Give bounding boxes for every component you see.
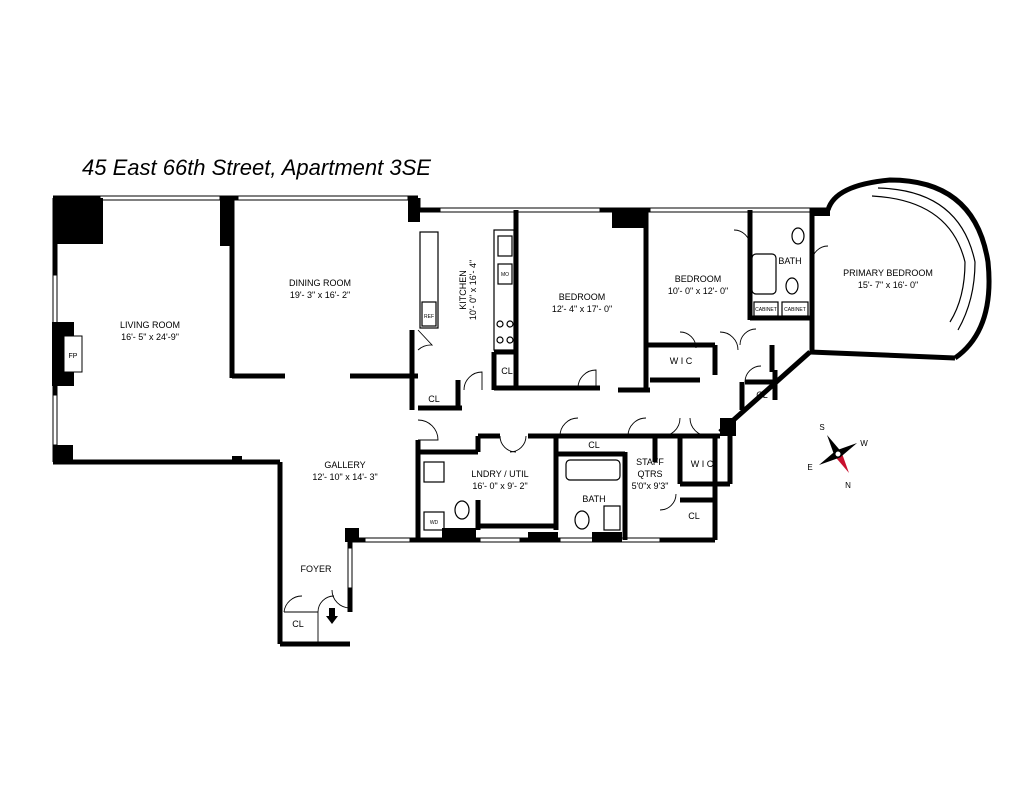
interior-walls [229,200,815,540]
entry-arrow-icon [326,608,338,624]
staff-dims: 5'0"x 9'3" [632,481,669,491]
doors [283,229,829,644]
closet-label-5: CL [688,511,700,521]
compass-w-label: W [860,439,868,448]
staff-name-line2: QTRS [637,469,662,479]
wic-label-2: W I C [691,459,714,469]
closet-label-2: CL [501,366,513,376]
bath-2-name: BATH [582,494,605,504]
gallery-name: GALLERY [324,460,365,470]
plan-title: 45 East 66th Street, Apartment 3SE [82,155,431,180]
kitchen-name: KITCHEN [458,270,468,310]
staff-name-line1: STAFF [636,457,664,467]
laundry-name: LNDRY / UTIL [471,469,528,479]
columns [52,198,830,542]
compass-e-label: E [807,463,812,472]
dining-room-name: DINING ROOM [289,278,351,288]
bath-1-name: BATH [778,256,801,266]
wic-label-1: W I C [670,356,693,366]
kitchen-fixtures: REF MO [419,229,515,351]
mo-label: MO [501,272,509,278]
living-room-dims: 16'- 5" x 24'-9" [121,332,179,342]
windows [52,195,811,589]
bedroom-2-dims: 10'- 0" x 12'- 0" [668,286,728,296]
kitchen-dims: 10'- 0" x 16'- 4" [468,260,478,320]
fireplace [63,335,83,373]
closet-label-4: CL [756,390,768,400]
bedroom-2-name: BEDROOM [675,274,722,284]
fireplace-label: FP [69,353,78,360]
compass-icon [818,434,858,474]
cabinet-label-1: CABINET [755,307,777,313]
cabinet-label-2: CABINET [784,307,806,313]
living-room-name: LIVING ROOM [120,320,180,330]
foyer-name: FOYER [300,564,332,574]
laundry-dims: 16'- 0" x 9'- 2" [472,481,527,491]
room-labels: LIVING ROOM 16'- 5" x 24'-9" DINING ROOM… [120,256,933,629]
compass-n-label: N [845,481,851,490]
bedroom-1-name: BEDROOM [559,292,606,302]
gallery-dims: 12'- 10" x 14'- 3" [312,472,377,482]
wd-label: WD [430,520,439,526]
closet-label-3: CL [588,440,600,450]
dining-room-dims: 19'- 3" x 16'- 2" [290,290,350,300]
closet-label-1: CL [428,394,440,404]
closet-label-6: CL [292,619,304,629]
bedroom-1-dims: 12'- 4" x 17'- 0" [552,304,612,314]
primary-bedroom-dims: 15'- 7" x 16'- 0" [858,280,918,290]
compass-s-label: S [819,423,824,432]
ref-label: REF [424,314,434,320]
primary-bay-wall [825,177,992,361]
primary-bedroom-name: PRIMARY BEDROOM [843,268,933,278]
bath-fixtures: CABINET CABINET WD [423,227,809,531]
outer-walls [52,195,956,647]
